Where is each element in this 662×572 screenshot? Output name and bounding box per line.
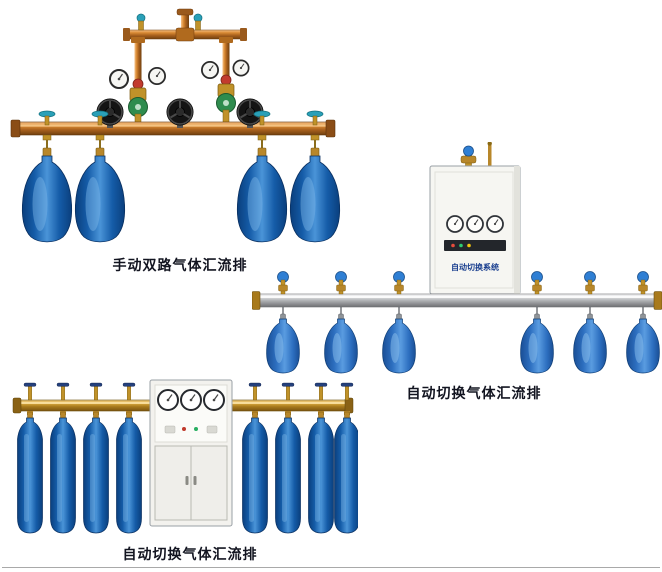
- gas-cylinder: [324, 313, 358, 374]
- cabinet-label: 自动切换系统: [451, 262, 499, 272]
- indicator-led: [182, 427, 186, 431]
- port-valve-icon: [23, 382, 37, 401]
- auto-switch-manifold-photo: 自动切换系统: [252, 142, 662, 374]
- auto-switch-manifold-photo-2: [12, 379, 358, 534]
- top-header-pipe: [123, 8, 247, 42]
- header-valve-icon: [193, 13, 203, 31]
- gas-cylinder: [21, 147, 73, 243]
- pressure-gauge-icon: [232, 59, 250, 77]
- indicator-led: [459, 243, 463, 248]
- panel-button: [206, 425, 218, 434]
- gas-cylinder: [266, 313, 300, 374]
- gas-cylinder: [83, 411, 109, 534]
- cylinder-pigtails: [282, 307, 644, 315]
- gas-cylinder: [334, 411, 358, 534]
- port-valve-icon: [340, 382, 354, 401]
- riser-pipes: [131, 37, 233, 86]
- gas-cylinder: [520, 313, 554, 374]
- gas-cylinder: [573, 313, 607, 374]
- manual-dual-manifold-photo: [10, 8, 341, 243]
- pressure-regulator-right: [200, 59, 250, 125]
- pressure-gauge-icon: [200, 61, 220, 79]
- product-auto-switch-manifold: 自动切换系统: [252, 142, 662, 402]
- gas-cylinder: [308, 411, 334, 534]
- gas-cylinder: [17, 411, 43, 534]
- manifold-valve-icon: [584, 271, 596, 295]
- door-handle: [185, 476, 189, 485]
- indicator-led: [467, 243, 471, 248]
- gas-cylinder: [626, 313, 660, 374]
- product-caption: 自动切换气体汇流排: [406, 386, 542, 402]
- gas-cylinder: [275, 411, 301, 534]
- port-valve-icon: [89, 382, 103, 401]
- pressure-gauge-icon: [486, 215, 504, 233]
- pressure-gauge-icon: [466, 215, 484, 233]
- manifold-valve-icon: [637, 271, 649, 295]
- manifold-valve-icon: [531, 271, 543, 295]
- manifold-valve-icon: [393, 271, 405, 295]
- pressure-gauge-icon: [446, 215, 464, 233]
- indicator-led: [194, 427, 198, 431]
- port-valve-icon: [56, 382, 70, 401]
- pressure-gauge-icon: [147, 67, 167, 85]
- gas-cylinder: [382, 313, 416, 374]
- manifold-valve-icon: [277, 271, 289, 295]
- aluminum-manifold: [252, 291, 662, 310]
- product-caption: 自动切换气体汇流排: [122, 547, 258, 563]
- gas-cylinder: [242, 411, 268, 534]
- pressure-gauge-icon: [203, 389, 225, 411]
- product-caption: 手动双路气体汇流排: [112, 258, 248, 274]
- pressure-gauge-icon: [180, 389, 202, 411]
- manifold-valve-icon: [335, 271, 347, 295]
- cabinet-top-pipes: [460, 142, 492, 169]
- port-valve-icon: [314, 382, 328, 401]
- pressure-regulator-left: [109, 67, 167, 125]
- gas-cylinder: [50, 411, 76, 534]
- control-cabinet-2: [149, 379, 233, 527]
- product-auto-switch-manifold-2: 自动切换气体汇流排: [8, 370, 358, 563]
- gas-cylinder: [74, 147, 126, 243]
- indicator-led: [451, 243, 455, 248]
- port-valve-icon: [248, 382, 262, 401]
- page-bottom-divider: [2, 567, 660, 568]
- panel-button: [164, 425, 176, 434]
- gas-cylinder: [116, 411, 142, 534]
- cylinder-connections: [42, 134, 320, 149]
- pressure-gauge-icon: [109, 69, 129, 89]
- port-valve-icon: [281, 382, 295, 401]
- pressure-gauge-icon: [157, 389, 179, 411]
- door-handle: [193, 476, 197, 485]
- header-valve-icon: [136, 13, 146, 31]
- control-cabinet: 自动切换系统: [429, 165, 521, 295]
- product-manual-dual-manifold: 手动双路气体汇流排: [10, 8, 350, 274]
- port-valve-icon: [122, 382, 136, 401]
- indicator-panel: [444, 240, 506, 251]
